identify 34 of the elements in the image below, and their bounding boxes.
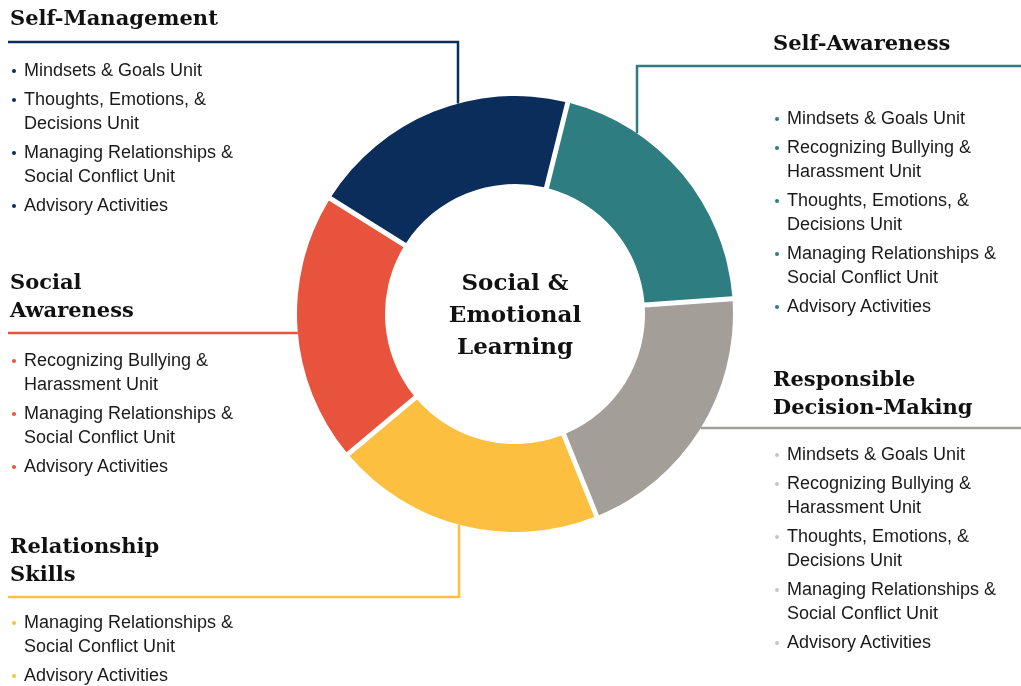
- donut-segment: [331, 96, 566, 243]
- leader-line: [8, 524, 461, 599]
- list-item: Managing Relationships & Social Conflict Unit: [10, 140, 250, 188]
- list-item: Thoughts, Emotions, & Decisions Unit: [10, 87, 250, 135]
- list-item: Managing Relationships & Social Conflict Unit: [773, 241, 1018, 289]
- list-item: Recognizing Bullying & Harassment Unit: [10, 348, 250, 396]
- list-item: Mindsets & Goals Unit: [10, 58, 250, 82]
- list-item: Managing Relationships & Social Conflict Unit: [10, 401, 250, 449]
- list-item: Mindsets & Goals Unit: [773, 442, 1018, 466]
- section-heading: Self-Management: [10, 4, 219, 32]
- section-heading: Relationship Skills: [10, 532, 161, 588]
- section-heading: Social Awareness: [10, 268, 135, 324]
- list-item: Managing Relationships & Social Conflict Unit: [10, 610, 250, 658]
- leader-line: [700, 426, 1021, 430]
- list-item: Advisory Activities: [10, 663, 250, 686]
- list-item: Advisory Activities: [10, 193, 250, 217]
- list-item: Advisory Activities: [773, 294, 1018, 318]
- center-title: Social & Emotional Learning: [447, 267, 583, 361]
- list-item: Managing Relationships & Social Conflict Unit: [773, 577, 1018, 625]
- leader-line: [8, 331, 298, 335]
- list-item: Recognizing Bullying & Harassment Unit: [773, 135, 1018, 183]
- leader-line: [8, 40, 460, 104]
- section-heading: Self-Awareness: [773, 29, 952, 57]
- leader-line: [635, 64, 1021, 134]
- list-item: Mindsets & Goals Unit: [773, 106, 1018, 130]
- donut-segment: [548, 103, 733, 303]
- list-item: Thoughts, Emotions, & Decisions Unit: [773, 188, 1018, 236]
- section-heading: Responsible Decision-Making: [773, 365, 974, 421]
- donut-segment: [297, 200, 414, 453]
- list-item: Recognizing Bullying & Harassment Unit: [773, 471, 1018, 519]
- donut-segment: [349, 399, 595, 532]
- list-item: Thoughts, Emotions, & Decisions Unit: [773, 524, 1018, 572]
- list-item: Advisory Activities: [773, 630, 1018, 654]
- list-item: Advisory Activities: [10, 454, 250, 478]
